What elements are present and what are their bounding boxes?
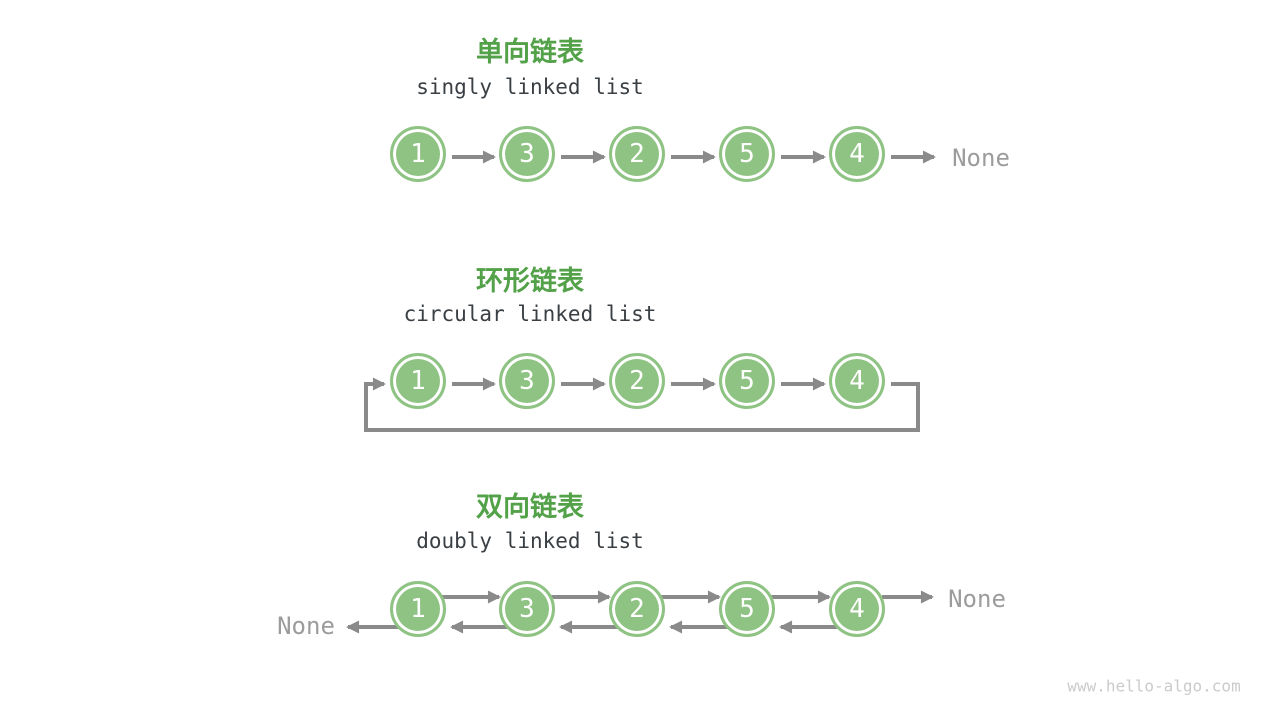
- circular-loop-arrow: [364, 377, 920, 432]
- list-node: 2: [609, 353, 665, 409]
- none-label: None: [952, 144, 1010, 172]
- list-node: 3: [499, 126, 555, 182]
- watermark: www.hello-algo.com: [1067, 676, 1241, 696]
- section-subtitle-circular: circular linked list: [403, 302, 657, 326]
- section-title-singly: 单向链表: [476, 37, 584, 68]
- list-node: 2: [609, 581, 665, 637]
- section-subtitle-singly: singly linked list: [416, 75, 644, 99]
- list-node: 1: [390, 126, 446, 182]
- section-subtitle-doubly: doubly linked list: [416, 529, 644, 553]
- list-node: 3: [499, 581, 555, 637]
- list-node: 5: [719, 126, 775, 182]
- list-node: 5: [719, 353, 775, 409]
- list-node: 1: [390, 581, 446, 637]
- list-node: 3: [499, 353, 555, 409]
- none-label: None: [277, 612, 335, 640]
- none-label: None: [948, 585, 1006, 613]
- list-node: 1: [390, 353, 446, 409]
- circular-arrows: [364, 377, 920, 432]
- doubly-arrows: [346, 590, 934, 634]
- list-node: 4: [829, 353, 885, 409]
- section-title-doubly: 双向链表: [476, 492, 584, 523]
- list-node: 5: [719, 581, 775, 637]
- section-title-circular: 环形链表: [476, 266, 584, 297]
- list-node: 2: [609, 126, 665, 182]
- list-node: 4: [829, 581, 885, 637]
- list-node: 4: [829, 126, 885, 182]
